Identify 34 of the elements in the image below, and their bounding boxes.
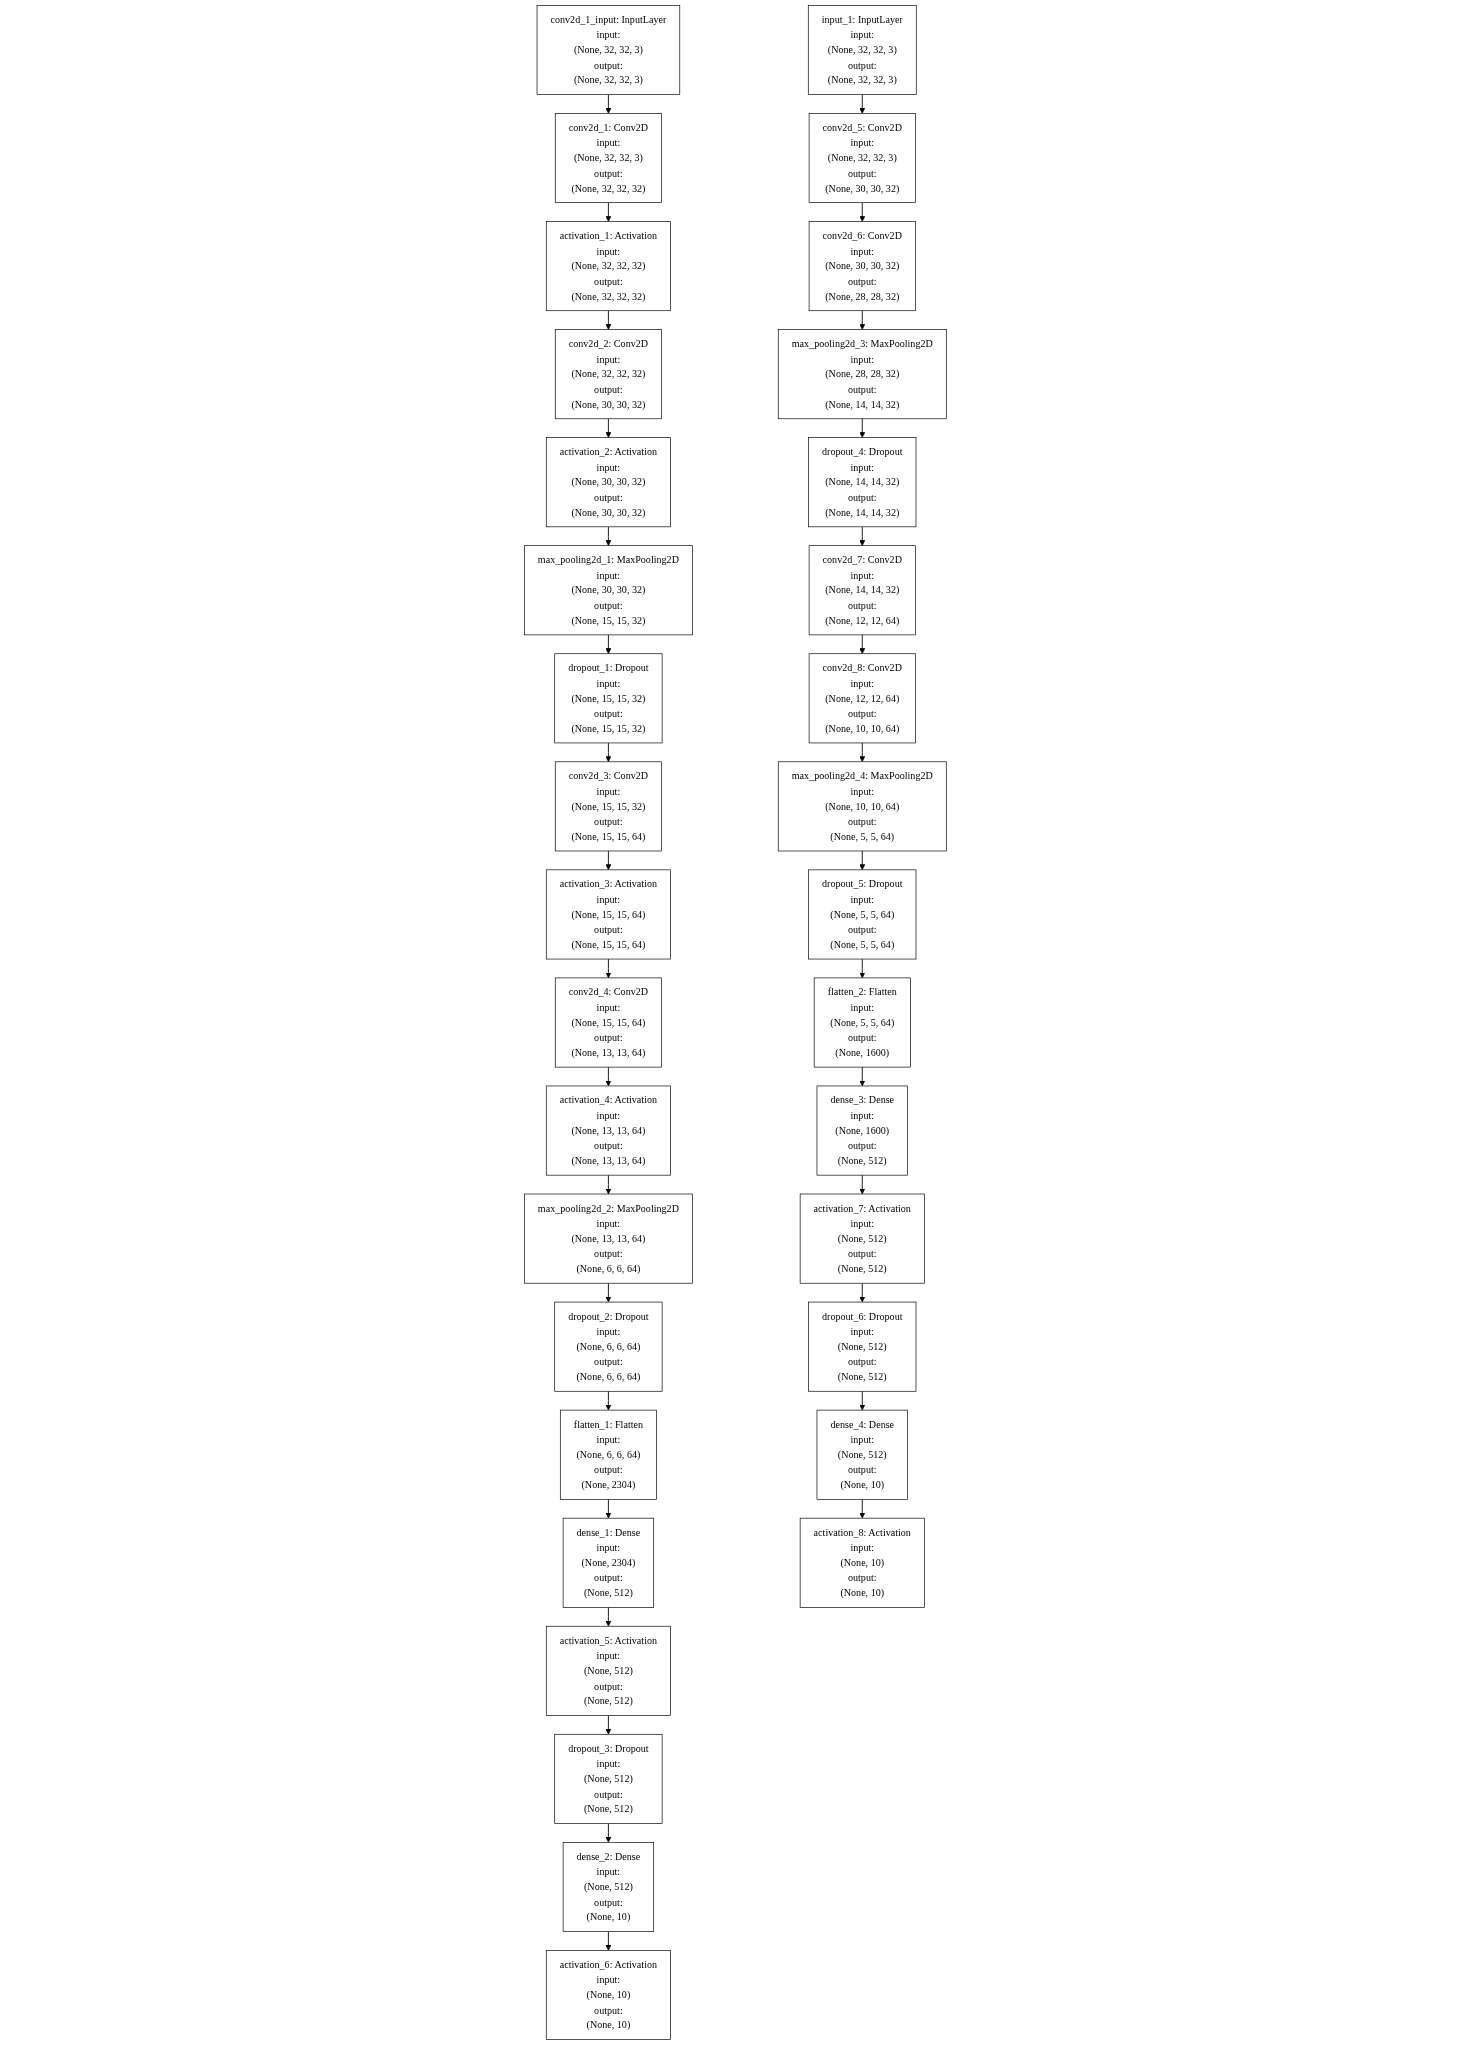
node-box: dropout_5: Dropout input: (None, 5, 5, 64) output: (None, 5, 5, 64)	[807, 869, 916, 960]
node-box: input_1: InputLayer input: (None, 32, 32, 3) output: (None, 32, 32, 3)	[807, 5, 917, 95]
node-box: max_pooling2d_2: MaxPooling2D input: (None, 13, 13, 64) output: (None, 6, 6, 64)	[523, 1193, 693, 1284]
node-box: activation_7: Activation input: (None, 512) output: (None, 512)	[799, 1193, 925, 1284]
node-box: conv2d_7: Conv2D input: (None, 14, 14, 32) output: (None, 12, 12, 64)	[808, 545, 916, 636]
node-box: conv2d_1: Conv2D input: (None, 32, 32, 3) output: (None, 32, 32, 32)	[554, 113, 662, 203]
node-box: dense_4: Dense input: (None, 512) output: (None, 10)	[816, 1409, 908, 1500]
node-box: dropout_3: Dropout input: (None, 512) output: (None, 512)	[554, 1733, 663, 1824]
node-box: activation_2: Activation input: (None, 30, 30, 32) output: (None, 30, 30, 32)	[545, 437, 671, 528]
node-box: max_pooling2d_3: MaxPooling2D input: (None, 28, 28, 32) output: (None, 14, 14, 32)	[777, 329, 947, 420]
node-box: dropout_2: Dropout input: (None, 6, 6, 64) output: (None, 6, 6, 64)	[554, 1301, 663, 1392]
node-box: conv2d_3: Conv2D input: (None, 15, 15, 32) output: (None, 15, 15, 64)	[554, 761, 662, 852]
node-box: dropout_4: Dropout input: (None, 14, 14, 32) output: (None, 14, 14, 32)	[807, 437, 916, 528]
node-box: activation_3: Activation input: (None, 15, 15, 64) output: (None, 15, 15, 64)	[545, 869, 671, 960]
node-box: conv2d_1_input: InputLayer input: (None, 32, 32, 3) output: (None, 32, 32, 3)	[536, 5, 680, 95]
node-box: flatten_2: Flatten input: (None, 5, 5, 64) output: (None, 1600)	[813, 977, 911, 1068]
node-box: dense_1: Dense input: (None, 2304) output: (None, 512)	[562, 1517, 654, 1608]
node-box: activation_1: Activation input: (None, 32, 32, 32) output: (None, 32, 32, 32)	[545, 221, 671, 312]
node-box: max_pooling2d_4: MaxPooling2D input: (None, 10, 10, 64) output: (None, 5, 5, 64)	[777, 761, 947, 852]
node-box: dropout_6: Dropout input: (None, 512) output: (None, 512)	[807, 1301, 916, 1392]
node-box: conv2d_8: Conv2D input: (None, 12, 12, 64) output: (None, 10, 10, 64)	[808, 653, 916, 744]
node-box: dropout_1: Dropout input: (None, 15, 15, 32) output: (None, 15, 15, 32)	[554, 653, 663, 744]
node-box: conv2d_2: Conv2D input: (None, 32, 32, 32) output: (None, 30, 30, 32)	[554, 329, 662, 420]
node-box: conv2d_5: Conv2D input: (None, 32, 32, 3) output: (None, 30, 30, 32)	[808, 113, 916, 203]
node-box: conv2d_4: Conv2D input: (None, 15, 15, 64) output: (None, 13, 13, 64)	[554, 977, 662, 1068]
node-box: activation_4: Activation input: (None, 13, 13, 64) output: (None, 13, 13, 64)	[545, 1085, 671, 1176]
node-box: activation_6: Activation input: (None, 10) output: (None, 10)	[545, 1950, 671, 2040]
node-box: activation_8: Activation input: (None, 10) output: (None, 10)	[799, 1517, 925, 1608]
node-box: activation_5: Activation input: (None, 512) output: (None, 512)	[545, 1625, 671, 1716]
node-box: max_pooling2d_1: MaxPooling2D input: (None, 30, 30, 32) output: (None, 15, 15, 32)	[523, 545, 693, 636]
node-box: flatten_1: Flatten input: (None, 6, 6, 64) output: (None, 2304)	[559, 1409, 657, 1500]
node-box: conv2d_6: Conv2D input: (None, 30, 30, 32) output: (None, 28, 28, 32)	[808, 221, 916, 312]
node-box: dense_3: Dense input: (None, 1600) output: (None, 512)	[816, 1085, 908, 1176]
node-box: dense_2: Dense input: (None, 512) output: (None, 10)	[562, 1842, 654, 1932]
